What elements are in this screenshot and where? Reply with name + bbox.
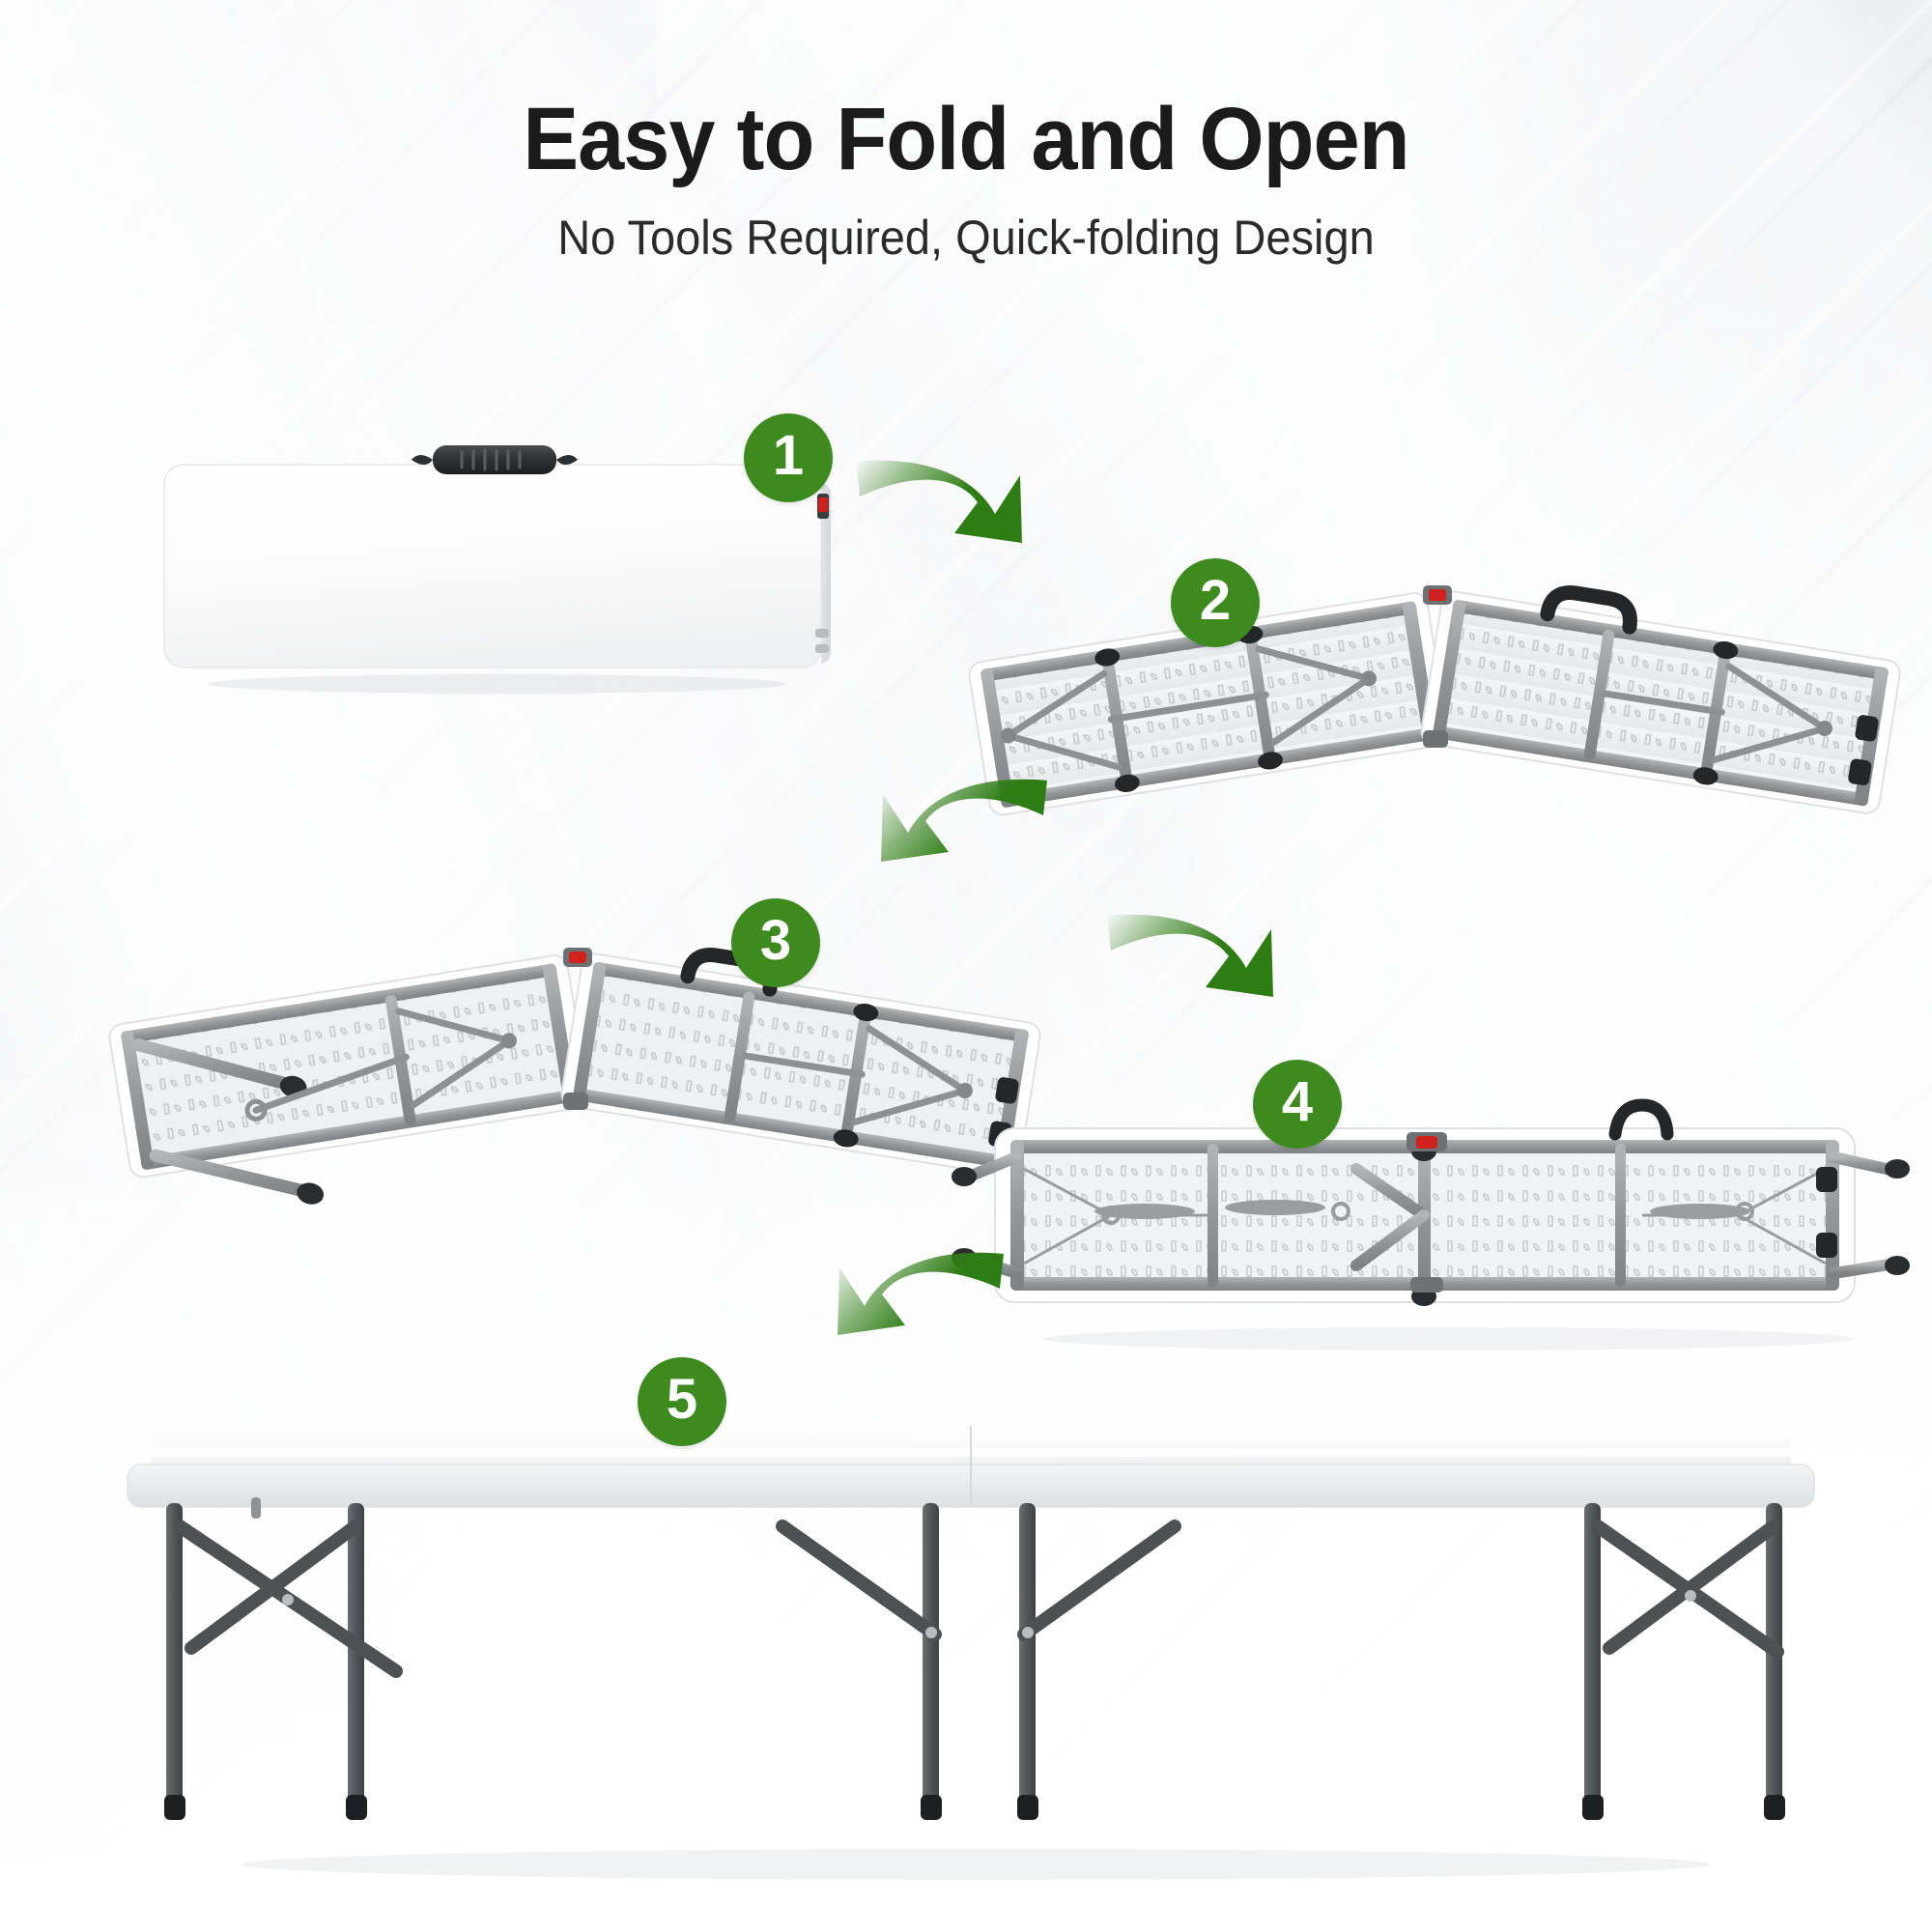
arrow-step-1-to-2: [850, 454, 1111, 609]
step-badge-2: 2: [1171, 558, 1260, 647]
header-block: Easy to Fold and Open No Tools Required,…: [0, 93, 1932, 265]
carry-handle-icon: [1540, 585, 1637, 635]
step-badge-5: 5: [638, 1357, 726, 1446]
step-badge-1: 1: [744, 413, 833, 502]
table-leg-center: [776, 1503, 1181, 1820]
arrow-step-4-to-5: [749, 1246, 1009, 1401]
lock-latch-icon: [1429, 589, 1446, 601]
lock-latch-icon: [569, 952, 586, 963]
center-hinge: [1423, 585, 1452, 748]
page-title: Easy to Fold and Open: [523, 90, 1409, 188]
lock-latch-icon: [1416, 1136, 1437, 1149]
step-5-illustration: [106, 1381, 1835, 1884]
step-badge-3: 3: [731, 898, 820, 987]
page-subtitle: No Tools Required, Quick-folding Design: [557, 210, 1375, 265]
center-hinge: [1406, 1132, 1447, 1293]
carry-handle-icon: [1608, 1098, 1674, 1141]
center-hinge: [563, 948, 592, 1110]
lock-latch-icon: [817, 494, 829, 519]
arrow-step-2-to-3: [792, 773, 1053, 927]
step-2-illustration: [952, 570, 1927, 821]
arrow-step-3-to-4: [1101, 908, 1362, 1063]
table-leg-right: [1582, 1503, 1785, 1820]
table-leg-left: [164, 1503, 403, 1820]
step-4-illustration: [952, 1098, 1932, 1362]
step-3-illustration: [92, 932, 1067, 1205]
step-1-illustration: [155, 440, 850, 696]
step-badge-4: 4: [1253, 1060, 1342, 1149]
carry-handle-icon: [412, 445, 578, 474]
